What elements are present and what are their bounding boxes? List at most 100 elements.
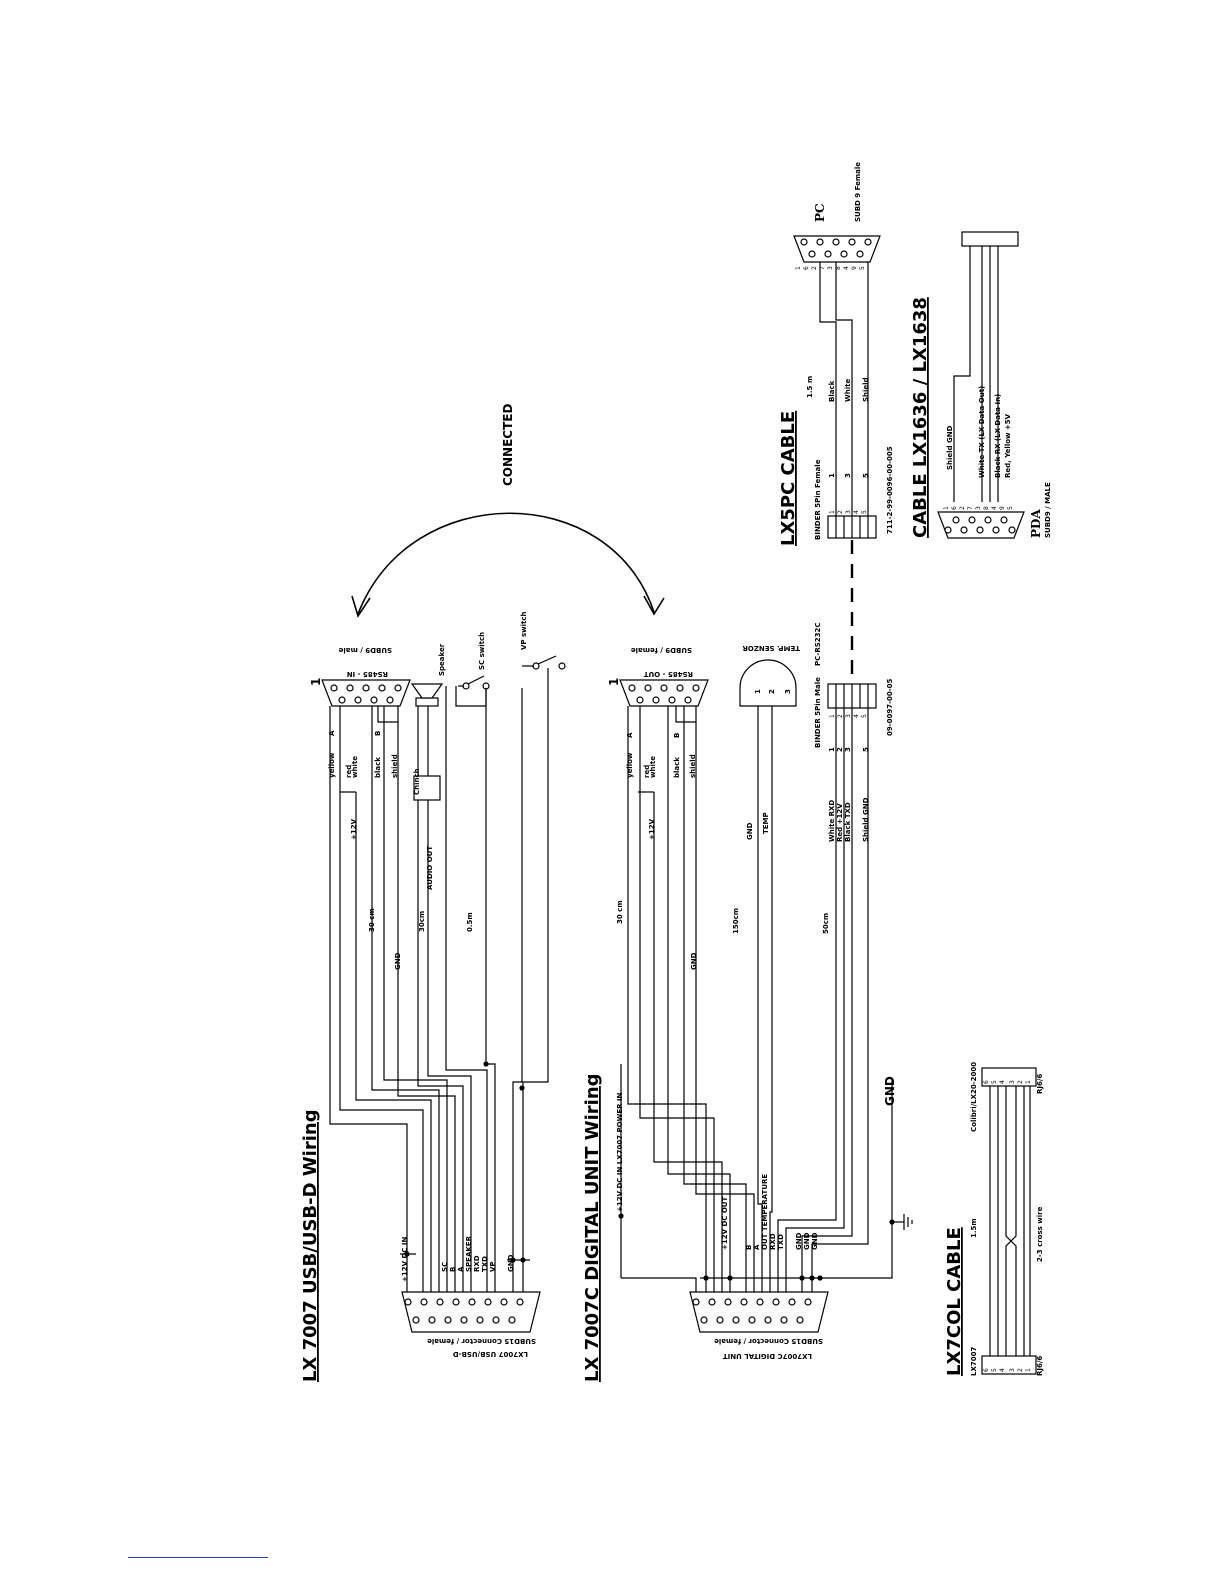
usbd-subd15-type: SUBD15 Connector / female xyxy=(427,1337,536,1345)
speaker-label: Speaker xyxy=(438,643,446,676)
connector-pin xyxy=(848,238,856,246)
svg-text:4: 4 xyxy=(853,714,860,718)
svg-text:B: B xyxy=(673,733,681,738)
connected-arrow: CONNECTED xyxy=(351,404,665,618)
connector-pin xyxy=(772,1298,780,1306)
digital-title: LX 7007C DIGITAL UNIT Wiring xyxy=(582,1073,603,1382)
digital-subd15-connector: SUBD15 Connector / female LX7007C DIGITA… xyxy=(689,1291,829,1360)
digital-part-no: 09-0097-00-05 xyxy=(886,678,894,736)
usbd-pin-one: 1 xyxy=(309,678,323,686)
svg-text:3: 3 xyxy=(845,510,852,514)
connector-pin xyxy=(444,1316,452,1324)
svg-text:White TX (LX Data Out): White TX (LX Data Out) xyxy=(978,386,986,478)
svg-text:BINDER 5Pin Female: BINDER 5Pin Female xyxy=(814,459,822,540)
svg-text:GND: GND xyxy=(811,1232,819,1250)
connector-pin xyxy=(378,684,386,692)
svg-text:2: 2 xyxy=(837,510,844,514)
connector-pin xyxy=(976,526,984,534)
svg-text:yellow: yellow xyxy=(328,752,336,778)
svg-text:A: A xyxy=(753,1244,761,1250)
lx1636-title: CABLE LX1636 / LX1638 xyxy=(910,297,931,538)
svg-text:2-3 cross wire: 2-3 cross wire xyxy=(1036,1206,1044,1262)
usbd-rs485-label: RS485 - IN xyxy=(347,670,388,678)
svg-text:711-2-99-0096-00-005: 711-2-99-0096-00-005 xyxy=(886,446,894,534)
svg-text:3: 3 xyxy=(844,473,852,478)
connector-pin xyxy=(412,1316,420,1324)
pin-number: 6 xyxy=(983,1368,990,1372)
lx5pc-wires xyxy=(819,262,869,516)
svg-text:3: 3 xyxy=(844,747,852,752)
svg-text:red: red xyxy=(643,765,651,778)
svg-text:A: A xyxy=(328,730,336,736)
svg-text:Red +12V: Red +12V xyxy=(836,803,844,842)
svg-text:GND: GND xyxy=(394,952,402,970)
svg-text:GND: GND xyxy=(746,822,754,840)
svg-text:1.5m: 1.5m xyxy=(970,1218,978,1238)
connector-pin xyxy=(960,526,968,534)
svg-text:+12V: +12V xyxy=(648,818,656,840)
svg-text:white: white xyxy=(351,756,359,778)
connector-pin xyxy=(824,250,832,258)
connector-pin xyxy=(808,250,816,258)
svg-text:red: red xyxy=(345,765,353,778)
pin-number: 6 xyxy=(951,506,958,510)
lx5pc-binder-connector: 1 2 3 4 5 xyxy=(827,510,877,539)
svg-text:shield: shield xyxy=(391,754,399,778)
pin-number: 9 xyxy=(999,506,1006,510)
svg-text:TXD: TXD xyxy=(777,1234,785,1250)
lx7col-wires xyxy=(989,1086,1031,1356)
lx1636-plug xyxy=(961,231,1019,247)
svg-text:GND: GND xyxy=(690,952,698,970)
connector-pin xyxy=(708,1298,716,1306)
digital-binder-wire-labels: White RXD Red +12V Black TXD Shield GND xyxy=(828,797,870,842)
connector-pin xyxy=(394,684,402,692)
connector-pin xyxy=(370,696,378,704)
pin-number: 8 xyxy=(983,506,990,510)
connector-pin xyxy=(800,238,808,246)
power-in-label: +12V DC IN LX7007 POWER IN xyxy=(616,1092,624,1212)
usbd-signal-label: B xyxy=(449,1267,457,1272)
connector-pin xyxy=(864,238,872,246)
pin-number: 1 xyxy=(1025,1368,1032,1372)
svg-text:OUT TEMPERATURE: OUT TEMPERATURE xyxy=(761,1174,769,1250)
pin-number: 9 xyxy=(851,266,858,270)
svg-text:RJ6/6: RJ6/6 xyxy=(1036,1356,1044,1376)
pin-number: 2 xyxy=(1017,1080,1024,1084)
pin-number: 7 xyxy=(819,266,826,270)
connector-pin xyxy=(386,696,394,704)
connector-pin xyxy=(354,696,362,704)
connector-pin xyxy=(636,696,644,704)
svg-text:White RXD: White RXD xyxy=(828,800,836,842)
connector-pin xyxy=(500,1298,508,1306)
pin-number: 1 xyxy=(1025,1080,1032,1084)
svg-text:2: 2 xyxy=(836,747,844,752)
speaker-icon xyxy=(410,683,444,707)
connector-pin xyxy=(804,1298,812,1306)
svg-text:White: White xyxy=(844,379,852,402)
pin-number: 4 xyxy=(999,1368,1006,1372)
svg-text:3: 3 xyxy=(784,689,792,694)
connector-pin xyxy=(436,1298,444,1306)
usbd-title: LX 7007 USB/USB-D Wiring xyxy=(300,1109,321,1382)
svg-text:5: 5 xyxy=(862,473,870,478)
connector-pin xyxy=(692,684,700,692)
digital-pin-one: 1 xyxy=(607,678,621,686)
digital-wire-labels: +12V GND GND TEMP 30 cm 150cm 50cm xyxy=(616,812,830,970)
pin-number: 5 xyxy=(991,1080,998,1084)
pin-number: 5 xyxy=(859,266,866,270)
usbd-signal-label: GND xyxy=(507,1254,515,1272)
connector-pin xyxy=(764,1316,772,1324)
pin-number: 2 xyxy=(811,266,818,270)
connector-pin xyxy=(460,1316,468,1324)
connector-pin xyxy=(452,1298,460,1306)
connector-pin xyxy=(724,1298,732,1306)
usbd-wire-labels: +12V GND AUDIO OUT 30 cm 30cm 0.5m xyxy=(350,818,474,970)
svg-text:AUDIO OUT: AUDIO OUT xyxy=(426,846,434,890)
connector-pin xyxy=(330,684,338,692)
pc-subd9-label: SUBD 9 Female xyxy=(854,162,862,222)
pin-number: 7 xyxy=(967,506,974,510)
usbd-subd9-label: SUBD9 / male xyxy=(338,646,392,654)
connector-pin xyxy=(832,238,840,246)
